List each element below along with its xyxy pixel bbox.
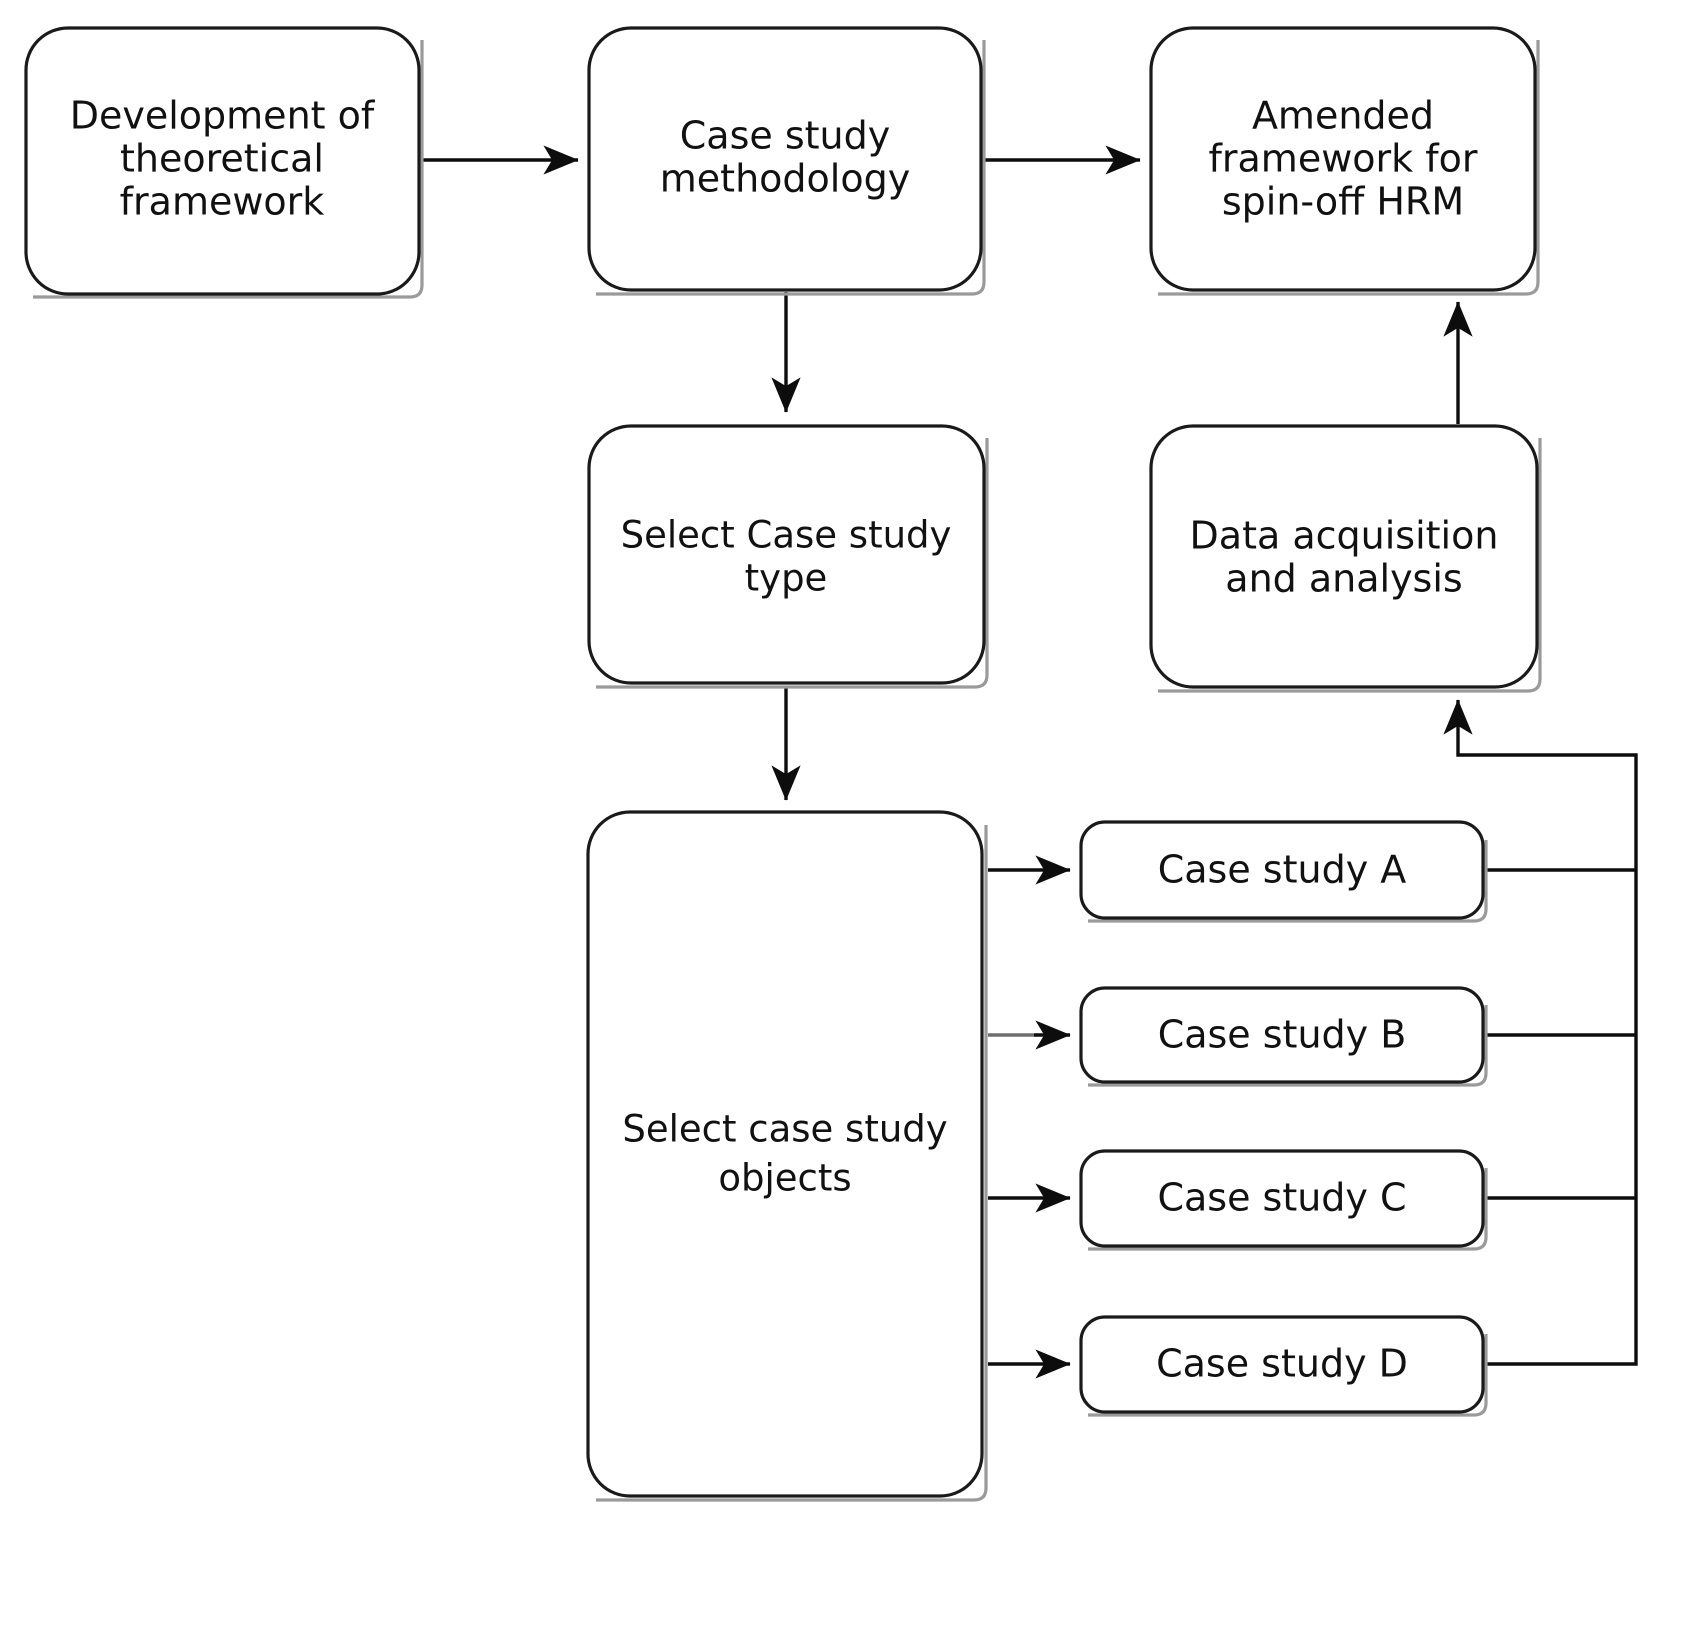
node-select-case-study-type-line-2: type: [745, 557, 828, 600]
node-case-study-methodology-line-2: methodology: [660, 157, 910, 201]
node-case-study-b-label: Case study B: [1158, 1013, 1407, 1057]
node-data-acquisition-line-2: and analysis: [1225, 557, 1462, 601]
node-select-case-study-objects-box[interactable]: [586, 810, 984, 1498]
edge-layer: [421, 145, 1638, 1379]
node-development-framework-line-3: framework: [120, 180, 325, 224]
node-development-framework-box[interactable]: [24, 26, 421, 296]
node-amended-framework-line-2: framework for: [1209, 137, 1478, 181]
node-data-acquisition[interactable]: Data acquisition and analysis: [1149, 424, 1542, 693]
node-data-acquisition-box[interactable]: [1149, 424, 1539, 689]
node-case-study-a[interactable]: Case study A: [1079, 820, 1488, 923]
node-select-case-study-type[interactable]: Select Case study type: [587, 424, 989, 689]
node-development-framework-line-1: Development of: [70, 94, 376, 138]
node-case-study-a-label: Case study A: [1158, 848, 1407, 892]
node-case-study-c-shadow: [1088, 1168, 1488, 1251]
node-case-study-methodology-box[interactable]: [587, 26, 983, 292]
node-data-acquisition-line-1: Data acquisition: [1190, 514, 1499, 558]
node-case-study-d-shadow: [1088, 1334, 1488, 1417]
node-amended-framework-shadow: [1158, 40, 1540, 296]
node-select-case-study-objects-line-1: Select case study: [622, 1108, 947, 1151]
node-development-framework-shadow: [33, 40, 424, 299]
node-development-framework[interactable]: Development of theoretical framework: [24, 26, 424, 299]
node-layer: Development of theoretical framework Cas…: [24, 26, 1542, 1502]
node-select-case-study-type-shadow: [596, 438, 989, 689]
node-select-case-study-objects[interactable]: Select case study objects: [586, 810, 988, 1502]
node-amended-framework-box[interactable]: [1149, 26, 1537, 292]
node-case-study-methodology-shadow: [596, 40, 986, 296]
node-case-study-a-shadow: [1088, 840, 1488, 923]
node-case-study-c-box[interactable]: [1079, 1149, 1485, 1248]
node-select-case-study-type-line-1: Select Case study: [621, 514, 952, 557]
node-case-study-d-label: Case study D: [1156, 1342, 1408, 1386]
node-case-study-methodology-line-1: Case study: [680, 114, 890, 158]
node-case-study-b-box[interactable]: [1079, 986, 1485, 1084]
node-amended-framework-line-1: Amended: [1252, 94, 1434, 138]
node-data-acquisition-shadow: [1158, 438, 1542, 693]
node-case-study-d-box[interactable]: [1079, 1315, 1485, 1414]
node-case-study-methodology[interactable]: Case study methodology: [587, 26, 986, 296]
node-case-study-d[interactable]: Case study D: [1079, 1315, 1488, 1417]
node-select-case-study-objects-line-2: objects: [718, 1157, 851, 1200]
node-case-study-b[interactable]: Case study B: [1079, 986, 1488, 1087]
edge-case-studies-bus-to-data-acquisition: [1443, 699, 1638, 1366]
node-case-study-b-shadow: [1088, 1005, 1488, 1087]
node-development-framework-line-2: theoretical: [120, 137, 324, 181]
node-amended-framework-line-3: spin-off HRM: [1222, 180, 1464, 224]
node-case-study-c[interactable]: Case study C: [1079, 1149, 1488, 1251]
node-case-study-a-box[interactable]: [1079, 820, 1485, 920]
node-case-study-c-label: Case study C: [1157, 1176, 1406, 1220]
node-select-case-study-objects-shadow: [596, 825, 988, 1502]
node-select-case-study-type-box[interactable]: [587, 424, 986, 685]
node-amended-framework[interactable]: Amended framework for spin-off HRM: [1149, 26, 1540, 296]
